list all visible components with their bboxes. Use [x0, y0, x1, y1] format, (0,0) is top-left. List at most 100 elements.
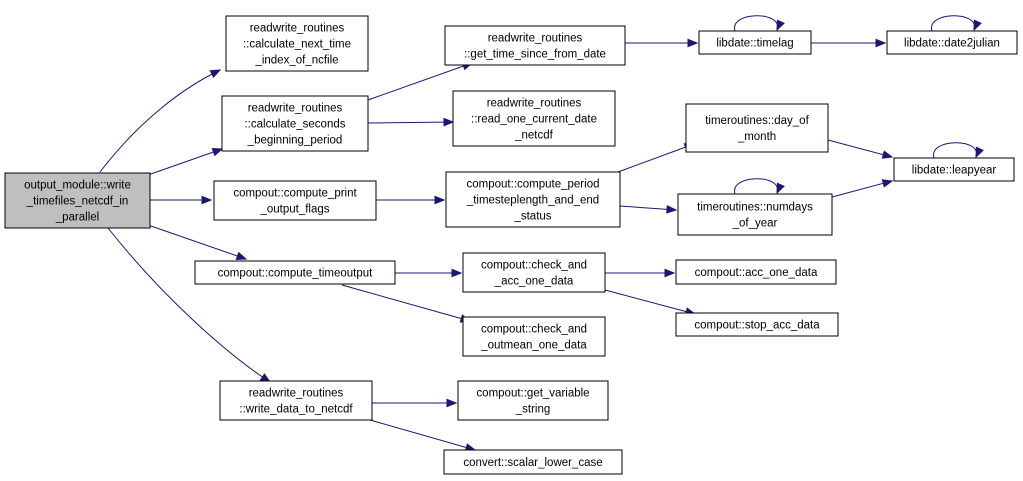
edge-arrowhead [881, 179, 894, 188]
node-label-line: compout::stop_acc_data [694, 320, 820, 332]
edge-line [147, 224, 247, 260]
node-compout-check-and-outmean-one-data[interactable]: compout::check_and_outmean_one_data [462, 316, 606, 357]
node-label-line: readwrite_routines [248, 103, 343, 115]
node-convert-scalar-lower-case[interactable]: convert::scalar_lower_case [443, 449, 623, 475]
edge-compout-compute-period-timesteplength-and-end-status-to-timeroutines-day-of-month [617, 143, 696, 173]
self-loop-line [933, 142, 977, 159]
edge-line [369, 419, 476, 451]
node-timeroutines-day-of-month[interactable]: timeroutines::day_of_month [685, 103, 829, 153]
node-label-line: compout::check_and [481, 324, 587, 336]
node-readwrite-routines-write-data-to-netcdf[interactable]: readwrite_routines::write_data_to_netcdf [219, 380, 373, 421]
node-compout-acc-one-data[interactable]: compout::acc_one_data [675, 259, 837, 285]
edge-line [604, 289, 696, 315]
edge-timeroutines-numdays-of-year-to-timeroutines-numdays-of-year [734, 178, 785, 195]
node-libdate-timelag[interactable]: libdate::timelag [698, 30, 812, 55]
node-box [675, 312, 839, 337]
node-readwrite-routines-get-time-since-from-date[interactable]: readwrite_routines::get_time_since_from_… [444, 25, 626, 66]
edge-arrowhead [881, 150, 894, 159]
edge-readwrite-routines-calculate-seconds-beginning-period-to-readwrite-routines-read-one-current-date-netcdf [367, 117, 455, 127]
node-label-line: timeroutines::numdays [697, 202, 813, 214]
node-label-line: _status [513, 211, 551, 223]
node-label-line: _month [737, 131, 776, 143]
edge-compout-compute-timeoutput-to-compout-check-and-outmean-one-data [341, 284, 472, 323]
node-label-line: libdate::timelag [716, 38, 793, 50]
node-compout-compute-timeoutput[interactable]: compout::compute_timeoutput [194, 260, 396, 285]
node-box [219, 380, 373, 421]
node-label-line: _index_of_ncfile [254, 55, 338, 67]
node-box [4, 172, 151, 229]
node-box [444, 25, 626, 66]
edge-line [367, 62, 473, 101]
edge-line [367, 121, 454, 124]
edge-compout-check-and-acc-one-data-to-compout-acc-one-data [605, 268, 676, 278]
edge-output-module-write-timefiles-netcdf-in-parallel-to-readwrite-routines-calculate-seconds-beginning-period [147, 148, 224, 176]
edge-arrowhead [443, 117, 455, 127]
edge-arrowhead [201, 195, 213, 205]
node-output-module-write-timefiles-netcdf-in-parallel[interactable]: output_module::write_timefiles_netcdf_in… [4, 172, 151, 229]
node-label-line: readwrite_routines [487, 98, 582, 110]
edge-output-module-write-timefiles-netcdf-in-parallel-to-compout-compute-print-output-flags [150, 195, 213, 205]
node-readwrite-routines-calculate-seconds-beginning-period[interactable]: readwrite_routines::calculate_seconds_be… [221, 95, 369, 152]
edge-arrowhead [451, 268, 463, 278]
node-label-line: _outmean_one_data [480, 340, 587, 352]
edge-readwrite-routines-write-data-to-netcdf-to-convert-scalar-lower-case [369, 419, 477, 452]
edge-libdate-timelag-to-libdate-date2julian [811, 38, 887, 48]
edge-compout-compute-period-timesteplength-and-end-status-to-timeroutines-numdays-of-year [619, 204, 678, 214]
node-box [462, 252, 606, 293]
edge-libdate-timelag-to-libdate-timelag [734, 15, 785, 32]
node-label-line: ::write_data_to_netcdf [239, 404, 353, 416]
node-label-line: timeroutines::day_of [705, 115, 809, 127]
node-box [457, 380, 609, 421]
node-readwrite-routines-read-one-current-date-netcdf[interactable]: readwrite_routines::read_one_current_dat… [452, 90, 616, 147]
node-label-line: _timesteplength_and_end [466, 195, 599, 207]
node-label-line: _parallel [55, 212, 99, 224]
edge-output-module-write-timefiles-netcdf-in-parallel-to-readwrite-routines-calculate-next-time-index-of-ncfile [99, 69, 222, 173]
edge-line [617, 143, 695, 173]
node-box [213, 180, 377, 221]
node-timeroutines-numdays-of-year[interactable]: timeroutines::numdays_of_year [677, 193, 833, 236]
node-label-line: readwrite_routines [250, 23, 345, 35]
edge-line [341, 284, 471, 322]
node-box [221, 95, 369, 152]
node-box [194, 260, 396, 285]
node-readwrite-routines-calculate-next-time-index-of-ncfile[interactable]: readwrite_routines::calculate_next_time_… [225, 15, 369, 72]
edge-output-module-write-timefiles-netcdf-in-parallel-to-compout-compute-timeoutput [147, 224, 248, 260]
node-box [462, 316, 606, 357]
node-label-line: _output_flags [259, 204, 329, 216]
node-compout-compute-period-timesteplength-and-end-status[interactable]: compout::compute_period_timesteplength_a… [445, 171, 621, 228]
node-box [893, 157, 1015, 182]
node-label-line: compout::check_and [481, 260, 587, 272]
node-label-line: convert::scalar_lower_case [463, 457, 602, 469]
edge-compout-compute-print-output-flags-to-compout-compute-period-timesteplength-and-end-status [376, 195, 446, 205]
self-loop-arrowhead [975, 146, 984, 159]
node-libdate-leapyear[interactable]: libdate::leapyear [893, 157, 1015, 182]
edge-timeroutines-day-of-month-to-libdate-leapyear [827, 139, 894, 159]
node-label-line: _beginning_period [247, 135, 343, 147]
edge-line [99, 69, 221, 173]
node-compout-compute-print-output-flags[interactable]: compout::compute_print_output_flags [213, 180, 377, 221]
node-compout-stop-acc-data[interactable]: compout::stop_acc_data [675, 312, 839, 337]
node-box [685, 103, 829, 153]
nodes-layer: output_module::write_timefiles_netcdf_in… [4, 15, 1018, 475]
self-loop-line [734, 15, 778, 32]
node-label-line: libdate::leapyear [912, 165, 997, 177]
edge-arrowhead [446, 398, 458, 408]
node-label-line: compout::compute_period [467, 179, 600, 191]
edge-line [107, 227, 271, 383]
edge-line [147, 148, 223, 176]
node-compout-check-and-acc-one-data[interactable]: compout::check_and_acc_one_data [462, 252, 606, 293]
edge-compout-compute-timeoutput-to-compout-check-and-acc-one-data [395, 268, 463, 278]
self-loop-line [931, 15, 975, 32]
edge-arrowhead [235, 251, 248, 260]
node-label-line: ::get_time_since_from_date [464, 49, 606, 61]
node-label-line: libdate::date2julian [904, 38, 1000, 50]
edge-output-module-write-timefiles-netcdf-in-parallel-to-readwrite-routines-write-data-to-netcdf [107, 227, 272, 383]
edge-compout-check-and-acc-one-data-to-compout-stop-acc-data [604, 289, 697, 316]
node-label-line: _timefiles_netcdf_in [26, 196, 129, 208]
node-libdate-date2julian[interactable]: libdate::date2julian [886, 30, 1018, 55]
edge-arrowhead [664, 268, 676, 278]
node-compout-get-variable-string[interactable]: compout::get_variable_string [457, 380, 609, 421]
edge-readwrite-routines-write-data-to-netcdf-to-compout-get-variable-string [372, 398, 458, 408]
node-label-line: output_module::write [24, 180, 131, 192]
edge-arrowhead [687, 38, 699, 48]
